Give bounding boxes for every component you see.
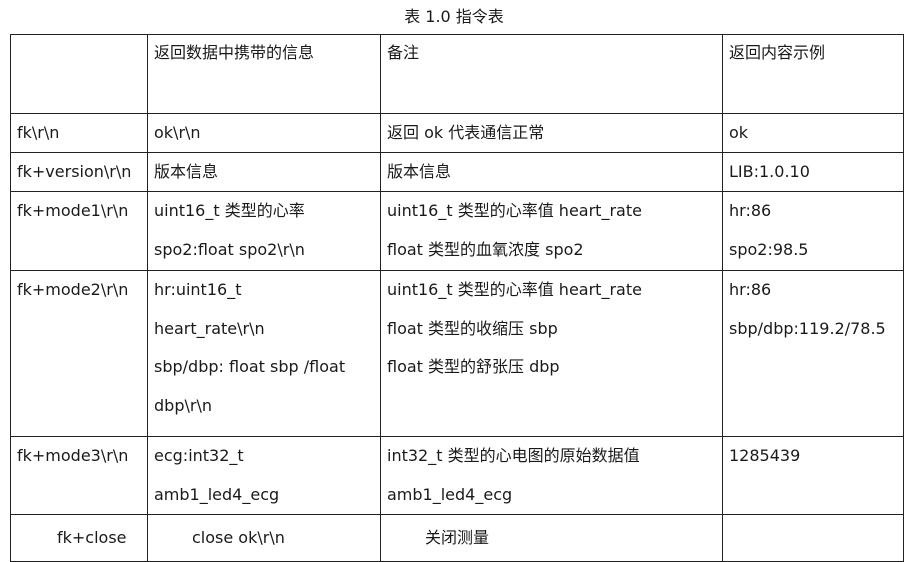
return-info-cell: uint16_t 类型的心率 spo2:float spo2\r\n: [147, 191, 381, 271]
header-cell-example: 返回内容示例: [722, 34, 904, 114]
example-cell: 1285439: [722, 436, 904, 515]
example-cell: [722, 514, 904, 562]
header-cell-note: 备注: [380, 34, 723, 114]
table-row: fk+mode2\r\n hr:uint16_t heart_rate\r\n …: [10, 270, 904, 437]
cell-line: close ok\r\n: [192, 528, 285, 547]
cell-line: amb1_led4_ecg: [154, 484, 280, 504]
cell-line: 1285439: [729, 446, 801, 465]
cell-line: 版本信息: [387, 162, 452, 181]
cell-line: uint16_t 类型的心率值 heart_rate: [387, 280, 642, 299]
example-cell: ok: [722, 113, 904, 153]
note-cell: uint16_t 类型的心率值 heart_rate float 类型的收缩压 …: [380, 270, 723, 437]
note-cell: uint16_t 类型的心率值 heart_rate float 类型的血氧浓度…: [380, 191, 723, 271]
cell-line: ecg:int32_t: [154, 446, 244, 465]
table-row: fk+close close ok\r\n 关闭测量: [10, 514, 904, 562]
cell-line: hr:86: [729, 280, 772, 299]
return-info-cell: ok\r\n: [147, 113, 381, 153]
header-cell-return-info: 返回数据中携带的信息: [147, 34, 381, 114]
cell-line: int32_t 类型的心电图的原始数据值: [387, 446, 640, 465]
example-cell: hr:86 sbp/dbp:119.2/78.5: [722, 270, 904, 437]
note-cell: 返回 ok 代表通信正常: [380, 113, 723, 153]
cell-line: spo2:float spo2\r\n: [154, 239, 305, 259]
example-cell: hr:86 spo2:98.5: [722, 191, 904, 271]
return-info-cell: ecg:int32_t amb1_led4_ecg: [147, 436, 381, 515]
table-row: fk+mode1\r\n uint16_t 类型的心率 spo2:float s…: [10, 191, 904, 271]
cell-line: LIB:1.0.10: [729, 162, 810, 181]
cell-line: 关闭测量: [425, 528, 490, 547]
note-cell: 关闭测量: [380, 514, 723, 562]
command-cell: fk+mode1\r\n: [10, 191, 148, 271]
cell-line: float 类型的收缩压 sbp: [387, 318, 558, 338]
cell-line: hr:uint16_t: [154, 280, 242, 299]
table-header-row: 返回数据中携带的信息 备注 返回内容示例: [10, 34, 904, 114]
cell-line: ok\r\n: [154, 123, 201, 142]
command-cell: fk+mode2\r\n: [10, 270, 148, 437]
cell-line: float 类型的舒张压 dbp: [387, 357, 560, 376]
command-cell: fk+version\r\n: [10, 152, 148, 192]
command-cell: fk+close: [10, 514, 148, 562]
table-row: fk\r\n ok\r\n 返回 ok 代表通信正常 ok: [10, 113, 904, 153]
cell-line: dbp\r\n: [154, 395, 212, 415]
return-info-cell: close ok\r\n: [147, 514, 381, 562]
command-table: 返回数据中携带的信息 备注 返回内容示例 fk\r\n ok\r\n 返回 ok…: [10, 34, 904, 562]
return-info-cell: 版本信息: [147, 152, 381, 192]
cell-line: uint16_t 类型的心率值 heart_rate: [387, 201, 642, 220]
example-cell: LIB:1.0.10: [722, 152, 904, 192]
cell-line: sbp/dbp: float sbp /float: [154, 357, 346, 376]
return-info-cell: hr:uint16_t heart_rate\r\n sbp/dbp: floa…: [147, 270, 381, 437]
command-cell: fk\r\n: [10, 113, 148, 153]
cell-line: 返回 ok 代表通信正常: [387, 123, 545, 142]
cell-line: spo2:98.5: [729, 239, 809, 259]
note-cell: int32_t 类型的心电图的原始数据值 amb1_led4_ecg: [380, 436, 723, 515]
cell-line: amb1_led4_ecg: [387, 484, 513, 504]
cell-line: ok: [729, 123, 749, 142]
cell-line: sbp/dbp:119.2/78.5: [729, 318, 886, 338]
cell-line: hr:86: [729, 201, 772, 220]
cell-line: float 类型的血氧浓度 spo2: [387, 239, 584, 259]
cell-line: heart_rate\r\n: [154, 318, 265, 338]
note-cell: 版本信息: [380, 152, 723, 192]
header-cell-command: [10, 34, 148, 114]
cell-line: uint16_t 类型的心率: [154, 201, 305, 220]
cell-line: 版本信息: [154, 162, 219, 181]
table-row: fk+version\r\n 版本信息 版本信息 LIB:1.0.10: [10, 152, 904, 192]
command-cell: fk+mode3\r\n: [10, 436, 148, 515]
table-caption: 表 1.0 指令表: [404, 7, 504, 26]
table-row: fk+mode3\r\n ecg:int32_t amb1_led4_ecg i…: [10, 436, 904, 515]
